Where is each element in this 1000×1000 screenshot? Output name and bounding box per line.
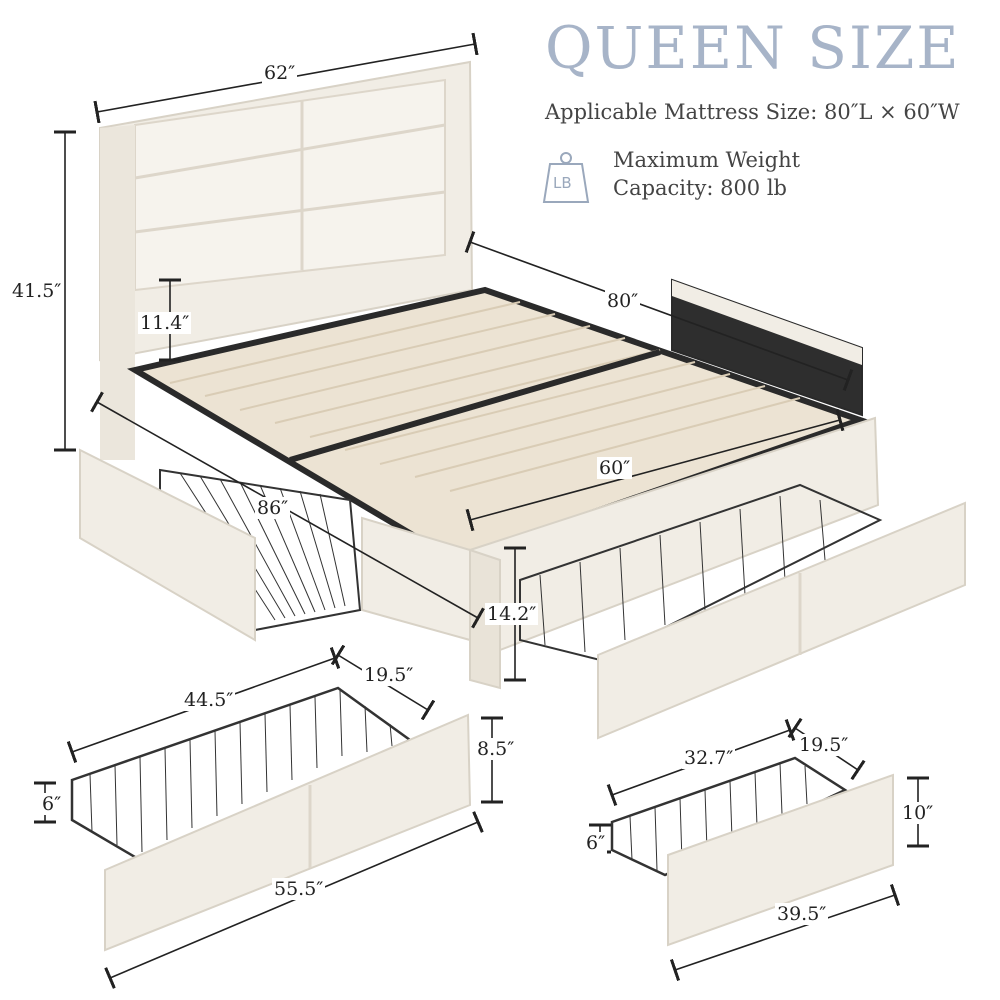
weight-line-2: Capacity: 800 lb bbox=[613, 176, 787, 200]
dim-clearance: 11.4″ bbox=[138, 312, 192, 334]
dim-large-basket-length: 44.5″ bbox=[182, 689, 236, 711]
dim-side-height: 14.2″ bbox=[485, 603, 539, 625]
dim-small-front-height: 10″ bbox=[900, 802, 936, 824]
dim-large-basket-height: 6″ bbox=[40, 793, 64, 815]
dim-small-depth: 19.5″ bbox=[797, 734, 851, 756]
dim-inner-length: 80″ bbox=[605, 290, 641, 312]
dim-large-depth: 19.5″ bbox=[362, 664, 416, 686]
large-drawer bbox=[70, 686, 472, 952]
weight-line-1: Maximum Weight bbox=[613, 148, 801, 172]
mattress-size-text: Applicable Mattress Size: 80″L × 60″W bbox=[545, 100, 960, 124]
dim-large-front-length: 55.5″ bbox=[272, 878, 326, 900]
weight-capacity: Maximum Weight Capacity: 800 lb bbox=[613, 146, 800, 202]
dim-bed-width: 62″ bbox=[262, 62, 298, 84]
dim-small-basket-length: 32.7″ bbox=[682, 747, 736, 769]
dim-bed-height: 41.5″ bbox=[10, 280, 64, 302]
weight-icon: LB bbox=[540, 150, 592, 210]
page-title: QUEEN SIZE bbox=[545, 14, 961, 82]
dim-small-basket-height: 6″ bbox=[584, 832, 608, 854]
left-drawer-front bbox=[79, 448, 256, 642]
right-drawer-front bbox=[597, 501, 966, 740]
headboard-panel bbox=[134, 78, 446, 292]
bed-frame bbox=[79, 60, 966, 740]
dim-small-front-length: 39.5″ bbox=[775, 903, 829, 925]
small-drawer bbox=[610, 756, 894, 947]
dim-total-length: 86″ bbox=[255, 497, 291, 519]
dim-inner-width: 60″ bbox=[597, 457, 633, 479]
dim-large-front-height: 8.5″ bbox=[475, 738, 517, 760]
weight-icon-label: LB bbox=[553, 174, 572, 192]
